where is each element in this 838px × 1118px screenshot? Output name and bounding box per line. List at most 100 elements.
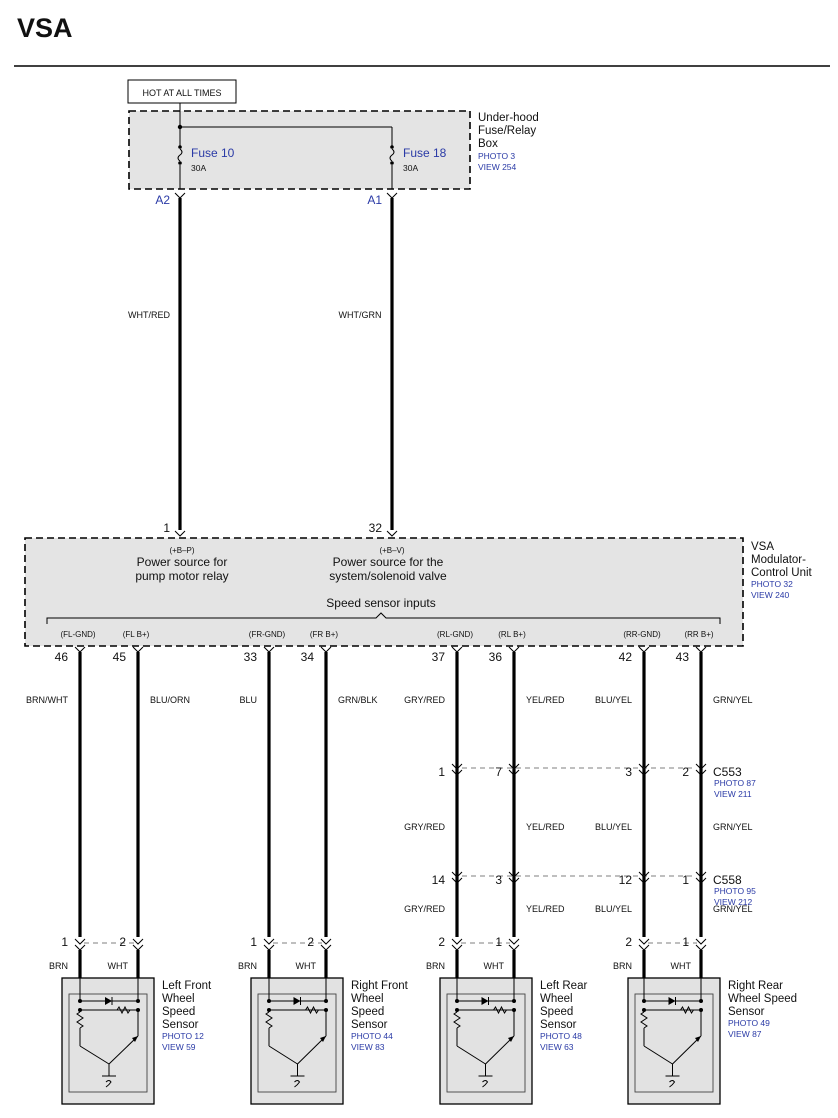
arrow-icon: [695, 1036, 701, 1042]
pin-number: 36: [489, 650, 503, 664]
connector-name: C553: [713, 765, 742, 779]
diode-icon: [481, 997, 489, 1005]
speed-inputs-bracket: [46, 612, 721, 624]
power-wires: WHT/RED WHT/GRN: [122, 192, 398, 537]
wire-color-label: WHT: [296, 961, 317, 971]
connector-pin-number: 2: [682, 765, 689, 779]
pin-number: 37: [432, 650, 446, 664]
connector-pin-number: 12: [619, 873, 633, 887]
connector-view: VIEW 212: [714, 897, 753, 907]
wire-color-label: BLU/YEL: [595, 695, 632, 705]
connector-terminal-icon: [174, 192, 186, 199]
connector-terminal-icon: [451, 646, 463, 653]
connector-terminal-icon: [451, 938, 463, 945]
sensor-name-line: Sensor: [728, 1006, 765, 1018]
fuse-bus: [177, 103, 392, 130]
fuse-rating: 30A: [403, 163, 418, 173]
connector-pin-number: 3: [495, 873, 502, 887]
connector-terminal-icon: [695, 938, 707, 945]
resistor-icon: [680, 1005, 694, 1015]
connector-terminal-icon: [451, 944, 463, 951]
fuse-box-view: VIEW 254: [478, 162, 517, 172]
sensor-signal-label: (FR-GND): [249, 630, 286, 639]
power-pin-descriptions: (+B–P) Power source for pump motor relay…: [135, 546, 447, 583]
connector-terminal-icon: [638, 763, 650, 770]
sensor-signal-label: (RR B+): [684, 630, 713, 639]
hot-label-box: [127, 79, 237, 104]
sensor-signal-label: (FL B+): [123, 630, 150, 639]
resistor-icon: [493, 1005, 507, 1015]
wire-color-label: BRN: [613, 961, 632, 971]
pin-number: 42: [619, 650, 633, 664]
connector-terminal-icon: [320, 938, 332, 945]
resistor-icon: [116, 1005, 131, 1015]
connector-terminal-icon: [508, 871, 520, 878]
connector-terminal-icon: [508, 763, 520, 770]
connector-view: VIEW 211: [714, 789, 752, 799]
vsa-modulator-box: [24, 537, 744, 647]
sensor-pin-number: 1: [495, 935, 502, 949]
connector-terminal-icon: [695, 763, 707, 770]
page-title: VSA: [17, 13, 73, 43]
sensor-name-line: Right Front: [351, 980, 409, 992]
arrow-icon: [132, 1036, 138, 1042]
sensor-pin-number: 2: [438, 935, 445, 949]
connector-terminal-icon: [132, 646, 144, 653]
arrow-icon: [320, 1036, 326, 1042]
arrow-icon: [508, 1036, 514, 1042]
fuse-box-name-line: Box: [478, 138, 498, 150]
connector-terminal-icon: [386, 192, 398, 199]
wire-color-label: BRN/WHT: [26, 695, 68, 705]
connector-terminal-icon: [263, 938, 275, 945]
sensor-pin-number: 1: [682, 935, 689, 949]
fuse-box-name-line: Under-hood: [478, 112, 539, 124]
diode-icon: [105, 997, 112, 1005]
wire-color-label: GRY/RED: [404, 904, 445, 914]
fuse-symbol-icon: [177, 148, 183, 162]
wire-color-label: GRN/YEL: [713, 695, 753, 705]
connector-terminal-icon: [695, 646, 707, 653]
modulator-view: VIEW 240: [751, 590, 790, 600]
fuse-box: [128, 110, 471, 190]
connector-terminal-icon: [174, 530, 186, 537]
sensor-body: [627, 977, 721, 1105]
wire-color-label: WHT/RED: [128, 310, 170, 320]
connector-terminal-icon: [638, 646, 650, 653]
sensor-name-line: Left Front: [162, 980, 212, 992]
sensor-name-line: Right Rear: [728, 980, 783, 992]
connector-terminal-icon: [74, 938, 86, 945]
connector-pin-number: 1: [438, 765, 445, 779]
sensor-view: VIEW 83: [351, 1042, 385, 1052]
fuse-10: Fuse 10 30A: [177, 127, 235, 189]
wire-color-label: YEL/RED: [526, 904, 565, 914]
sensor-name-line: Sensor: [540, 1019, 577, 1031]
sensor-name-line: Sensor: [162, 1019, 199, 1031]
sensor-inner-outline: [446, 993, 526, 1093]
connector-terminal-icon: [451, 871, 463, 878]
connector-terminal-icon: [451, 763, 463, 770]
wire-color-label: GRY/RED: [404, 822, 445, 832]
connector-terminal-icon: [74, 646, 86, 653]
connector-photo: PHOTO 95: [714, 886, 756, 896]
wire-color-label: GRN/YEL: [713, 904, 753, 914]
signal-label: (+B–P): [169, 546, 194, 555]
fuse-terminal: A1: [367, 193, 382, 207]
modulator-label: VSA Modulator- Control Unit PHOTO 32 VIE…: [751, 541, 813, 600]
wire-color-label: YEL/RED: [526, 695, 565, 705]
wire-color-label: WHT: [484, 961, 505, 971]
resistor-icon: [453, 1011, 461, 1029]
fuse-box-photo: PHOTO 3: [478, 151, 515, 161]
connector-pin-number: 3: [625, 765, 632, 779]
modulator-photo: PHOTO 32: [751, 579, 793, 589]
modulator-name-line: Modulator-: [751, 554, 806, 566]
sensor-view: VIEW 63: [540, 1042, 574, 1052]
sensor-signal-label: (FL-GND): [60, 630, 95, 639]
diode-icon: [668, 997, 676, 1005]
connector-terminal-icon: [263, 646, 275, 653]
sensor-pin-number: 1: [61, 935, 68, 949]
connector-terminal-icon: [132, 944, 144, 951]
